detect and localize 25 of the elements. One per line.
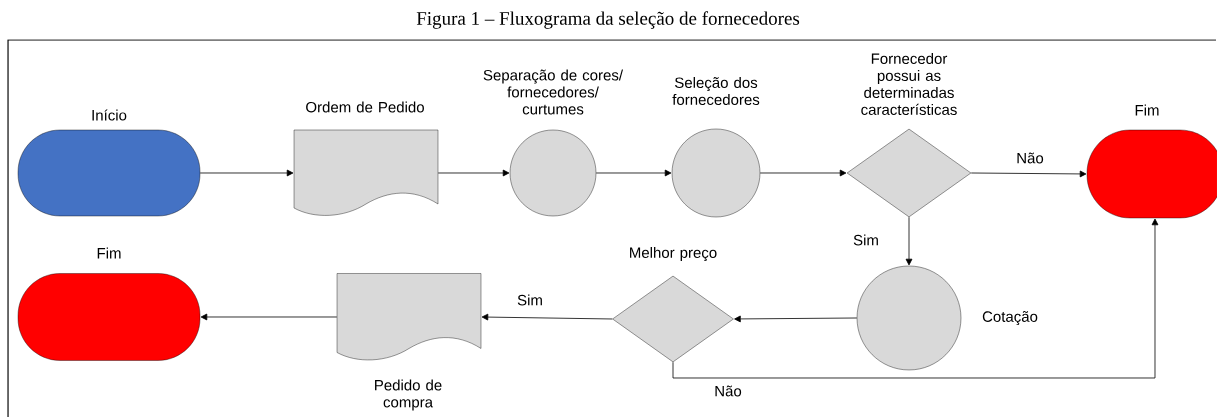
arrow xyxy=(200,313,338,321)
node-label: Separação de cores/ fornecedores/ curtumes xyxy=(483,69,624,115)
node-label: Pedido de compra xyxy=(375,379,442,411)
edge-label: Sim xyxy=(853,234,878,246)
arrow xyxy=(905,216,913,266)
node-label: Ordem de Pedido xyxy=(306,101,424,113)
arrow xyxy=(595,169,672,177)
node-label: Fim xyxy=(97,247,121,259)
figure-title: Figura 1 – Fluxograma da seleção de fornecedores xyxy=(416,11,800,29)
arrow xyxy=(734,315,858,323)
arrow xyxy=(199,169,294,177)
node-label: Início xyxy=(92,109,127,121)
edge-label: Sim xyxy=(517,294,542,306)
node-label: Melhor preço xyxy=(630,246,717,262)
arrow xyxy=(759,169,847,177)
arrow xyxy=(970,170,1087,178)
arrow xyxy=(672,218,1159,379)
node-label: Cotação xyxy=(982,311,1038,325)
arrow xyxy=(437,169,510,177)
edge-label: Não xyxy=(1017,152,1044,164)
edge-label: Não xyxy=(715,385,742,397)
node-label: Fim xyxy=(1135,104,1159,116)
node-label: Seleção dos fornecedores xyxy=(672,76,760,105)
arrow xyxy=(481,313,613,321)
node-label: Fornecedor possui as determinadas características xyxy=(861,52,957,115)
